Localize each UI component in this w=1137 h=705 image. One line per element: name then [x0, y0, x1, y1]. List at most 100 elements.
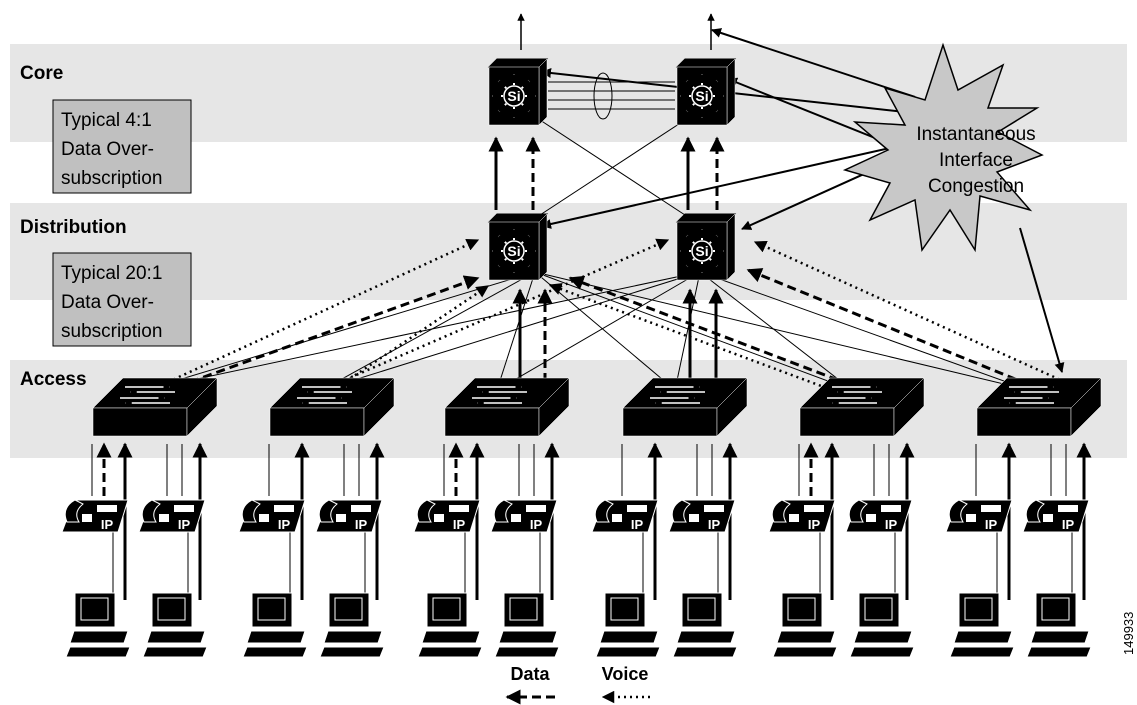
pc-base [246, 630, 306, 644]
phone-ip-label: IP [453, 517, 466, 532]
access-switch [92, 377, 218, 437]
distribution-oversubscription-note: Typical 20:1 Data Over- subscription [52, 252, 192, 347]
legend-voice-label: Voice [602, 664, 649, 684]
core-label: Core [20, 63, 63, 84]
congestion-arrow [1019, 227, 1065, 373]
pc-keyboard [1026, 646, 1092, 658]
si-switch: Si [487, 213, 549, 281]
phone-ip-label: IP [985, 517, 998, 532]
pc-keyboard [949, 646, 1015, 658]
si-switch-arrow [707, 234, 719, 246]
access-switch [976, 377, 1102, 437]
access-switch-side [893, 377, 925, 437]
link-line [534, 271, 853, 391]
pc-base [69, 630, 129, 644]
phone-ip-label: IP [530, 517, 543, 532]
si-switch-side [538, 58, 548, 126]
ip-phone: IP [138, 499, 206, 533]
pc [1026, 592, 1092, 658]
ip-phone: IP [61, 499, 129, 533]
pc-base [323, 630, 383, 644]
phone-keypad [1043, 514, 1053, 522]
access-switch [799, 377, 925, 437]
link-line [321, 271, 536, 391]
si-switch: Si [487, 58, 549, 126]
phone-handset [594, 499, 614, 523]
ip-phone: IP [668, 499, 736, 533]
distribution-note-line-3: subscription [61, 321, 162, 342]
access-switch-side [363, 377, 395, 437]
phone-ip-label: IP [178, 517, 191, 532]
si-switch-top [675, 213, 737, 223]
congestion-arrow [711, 28, 916, 98]
si-switch-arrow [685, 101, 697, 113]
si-switch-arrow [497, 79, 509, 91]
link-line [321, 271, 701, 391]
access-switch-front [799, 407, 895, 437]
si-switch-arrow [685, 256, 697, 268]
phone-handset [241, 499, 261, 523]
access-switch-side [186, 377, 218, 437]
si-switch-arrow [519, 79, 531, 91]
pc-keyboard [65, 646, 131, 658]
pc-keyboard [672, 646, 738, 658]
ip-phone: IP [591, 499, 659, 533]
pc [319, 592, 385, 658]
links-layer [91, 13, 1092, 600]
pc [849, 592, 915, 658]
pc-screen [509, 597, 538, 621]
si-switch-circle [503, 85, 525, 107]
si-switch-arrow [707, 79, 719, 91]
phone-keypad [789, 514, 799, 522]
phone-ip-label: IP [885, 517, 898, 532]
ip-phone: IP [845, 499, 913, 533]
phone-display [704, 505, 724, 512]
core-note-line-3: subscription [61, 168, 162, 189]
pc-screen [687, 597, 716, 621]
ip-phone: IP [945, 499, 1013, 533]
phone-keypad [259, 514, 269, 522]
phone-handset [493, 499, 513, 523]
si-switch-arrow [707, 256, 719, 268]
phone-ip-label: IP [101, 517, 114, 532]
pc-screen [334, 597, 363, 621]
si-switch-label: Si [695, 88, 708, 104]
phone-display [97, 505, 117, 512]
si-switch-label: Si [695, 243, 708, 259]
pc [494, 592, 560, 658]
pc [242, 592, 308, 658]
pc-keyboard [849, 646, 915, 658]
pc-base [1030, 630, 1090, 644]
pc-base [146, 630, 206, 644]
data-dashed-arrow [568, 275, 839, 382]
link-line [144, 271, 536, 391]
phone-handset [848, 499, 868, 523]
si-switch-arrow [497, 101, 509, 113]
congestion-arrow [727, 77, 881, 141]
phone-ip-label: IP [355, 517, 368, 532]
link-line [699, 271, 1030, 391]
congestion-line-1: Instantaneous [916, 124, 1035, 145]
pc-base [853, 630, 913, 644]
access-switch-front [444, 407, 540, 437]
legend: Data Voice [505, 664, 650, 705]
phone-display [449, 505, 469, 512]
phone-keypad [434, 514, 444, 522]
phone-keypad [966, 514, 976, 522]
access-switch-front [622, 407, 718, 437]
access-switch [444, 377, 570, 437]
si-switch-arrow [707, 101, 719, 113]
phone-ip-label: IP [708, 517, 721, 532]
ip-phone: IP [238, 499, 306, 533]
phone-display [981, 505, 1001, 512]
access-switch-side [716, 377, 748, 437]
pc-screen [1041, 597, 1070, 621]
phone-handset [318, 499, 338, 523]
phone-display [351, 505, 371, 512]
si-switch-label: Si [507, 88, 520, 104]
access-switch-front [269, 407, 365, 437]
phone-ip-label: IP [1062, 517, 1075, 532]
data-dashed-arrow [189, 275, 480, 384]
link-line [496, 271, 536, 391]
